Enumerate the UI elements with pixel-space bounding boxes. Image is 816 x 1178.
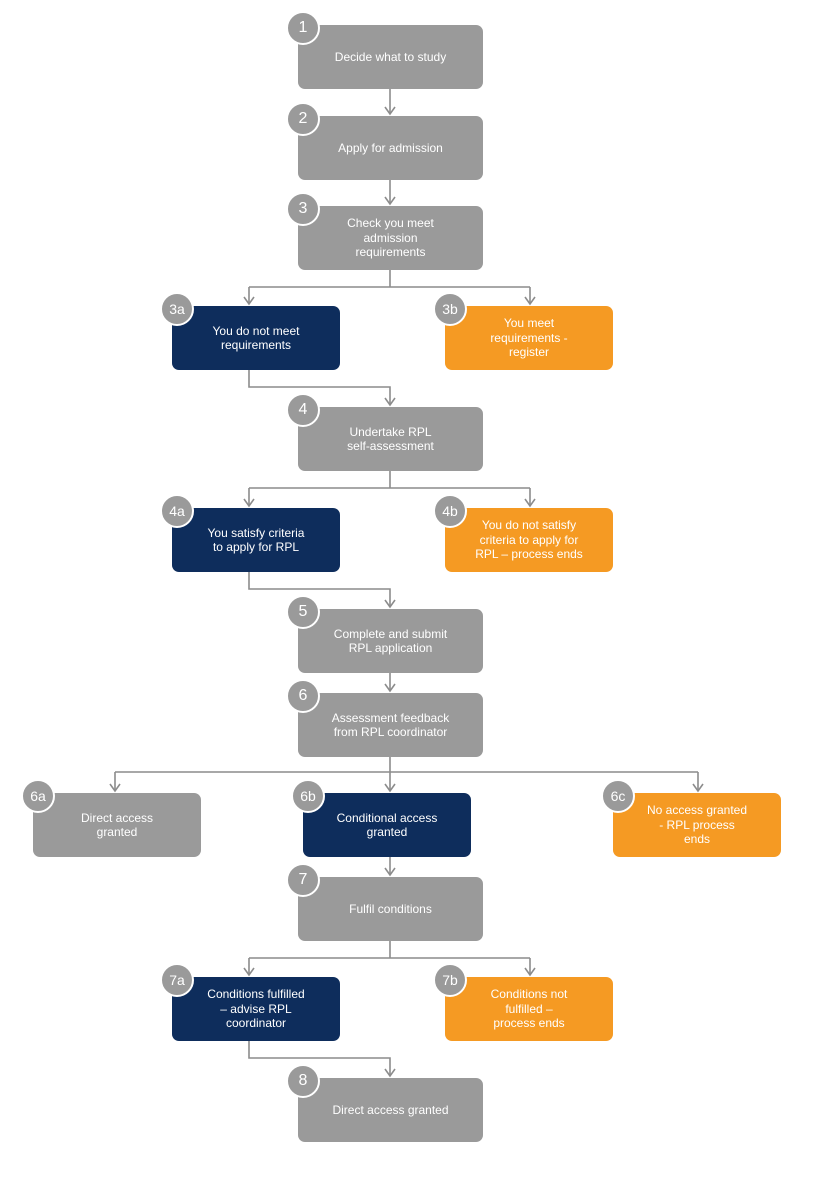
step-7a-badge: 7a <box>160 963 194 997</box>
step-4b-badge: 4b <box>433 494 467 528</box>
arrowhead-1-2 <box>384 106 396 116</box>
step-5-badge: 5 <box>286 595 320 629</box>
arrowhead-7a <box>243 967 255 977</box>
step-6c-badge: 6c <box>601 779 635 813</box>
step-7b-box: Conditions not fulfilled – process ends <box>445 977 613 1041</box>
connector-7a-8 <box>248 1041 391 1076</box>
arrowhead-8 <box>384 1068 396 1078</box>
arrowhead-2-3 <box>384 196 396 206</box>
arrowhead-4 <box>384 397 396 407</box>
step-4-box: Undertake RPL self-assessment <box>298 407 483 471</box>
arrowhead-6b <box>384 783 396 793</box>
step-7a-box: Conditions fulfilled – advise RPL coordi… <box>172 977 340 1041</box>
step-3-badge: 3 <box>286 192 320 226</box>
connector-4-split <box>248 471 531 506</box>
arrowhead-3b <box>524 296 536 306</box>
connector-7-split <box>248 941 531 975</box>
step-1-badge: 1 <box>286 11 320 45</box>
connector-3a-4 <box>248 370 391 405</box>
step-2-box: Apply for admission <box>298 116 483 180</box>
step-4b-box: You do not satisfy criteria to apply for… <box>445 508 613 572</box>
step-8-badge: 8 <box>286 1064 320 1098</box>
arrowhead-7 <box>384 867 396 877</box>
step-3b-badge: 3b <box>433 292 467 326</box>
step-6-badge: 6 <box>286 679 320 713</box>
arrowhead-6c <box>692 783 704 793</box>
step-6a-badge: 6a <box>21 779 55 813</box>
step-6a-box: Direct access granted <box>33 793 201 857</box>
step-6c-box: No access granted - RPL process ends <box>613 793 781 857</box>
step-3b-box: You meet requirements - register <box>445 306 613 370</box>
step-6-box: Assessment feedback from RPL coordinator <box>298 693 483 757</box>
arrowhead-5 <box>384 599 396 609</box>
arrowhead-6 <box>384 683 396 693</box>
arrowhead-3a <box>243 296 255 306</box>
step-6b-badge: 6b <box>291 779 325 813</box>
step-4-badge: 4 <box>286 393 320 427</box>
step-7-box: Fulfil conditions <box>298 877 483 941</box>
step-3a-badge: 3a <box>160 292 194 326</box>
step-3-box: Check you meet admission requirements <box>298 206 483 270</box>
connector-6-split <box>114 757 699 791</box>
step-7-badge: 7 <box>286 863 320 897</box>
step-4a-box: You satisfy criteria to apply for RPL <box>172 508 340 572</box>
step-2-badge: 2 <box>286 102 320 136</box>
arrowhead-7b <box>524 967 536 977</box>
connector-4a-5 <box>248 572 391 607</box>
step-6b-box: Conditional access granted <box>303 793 471 857</box>
arrowhead-4a <box>243 498 255 508</box>
connector-3-split <box>248 270 531 304</box>
step-1-box: Decide what to study <box>298 25 483 89</box>
step-7b-badge: 7b <box>433 963 467 997</box>
step-4a-badge: 4a <box>160 494 194 528</box>
step-5-box: Complete and submit RPL application <box>298 609 483 673</box>
step-3a-box: You do not meet requirements <box>172 306 340 370</box>
arrowhead-6a <box>109 783 121 793</box>
arrowhead-4b <box>524 498 536 508</box>
step-8-box: Direct access granted <box>298 1078 483 1142</box>
